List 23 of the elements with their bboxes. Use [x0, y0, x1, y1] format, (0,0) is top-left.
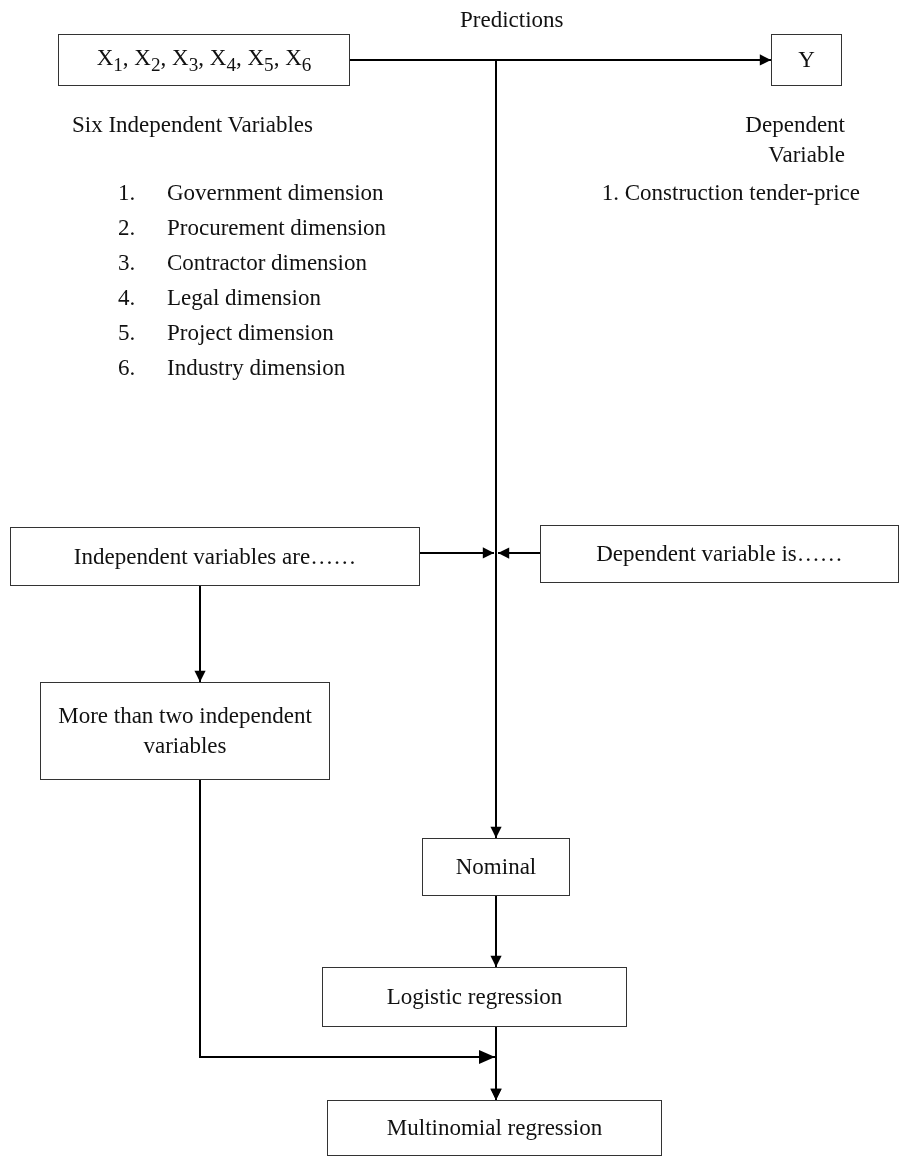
caption-text: Project dimension — [167, 319, 334, 347]
caption-text: 6. — [118, 354, 136, 382]
caption-text: Six Independent Variables — [72, 111, 314, 139]
process-box: Logistic regression — [322, 967, 627, 1027]
caption-text: 1. — [118, 179, 136, 207]
process-box: Independent variables are…… — [10, 527, 420, 586]
process-box: More than two independent variables — [40, 682, 330, 780]
caption-text: 5. — [118, 319, 136, 347]
caption-text: 3. — [118, 249, 136, 277]
caption-text: Government dimension — [167, 179, 384, 207]
process-box: Y — [771, 34, 842, 86]
caption-text: Dependent Variable — [744, 111, 845, 169]
caption-text: 1. Construction tender-price — [601, 179, 860, 207]
caption-text: Contractor dimension — [167, 249, 367, 277]
process-box: X$_{1}$, X$_{2}$, X$_{3}$, X$_{4}$, X$_{5}$, X$_{6}$ — [58, 34, 350, 86]
caption-text: 4. — [118, 284, 136, 312]
caption-text: 2. — [118, 214, 136, 242]
process-box: Dependent variable is…… — [540, 525, 899, 583]
caption-text: Legal dimension — [167, 284, 321, 312]
caption-text: Procurement dimension — [167, 214, 387, 242]
caption-text: Industry dimension — [167, 354, 346, 382]
process-box: Nominal — [422, 838, 570, 896]
process-box: Multinomial regression — [327, 1100, 662, 1156]
